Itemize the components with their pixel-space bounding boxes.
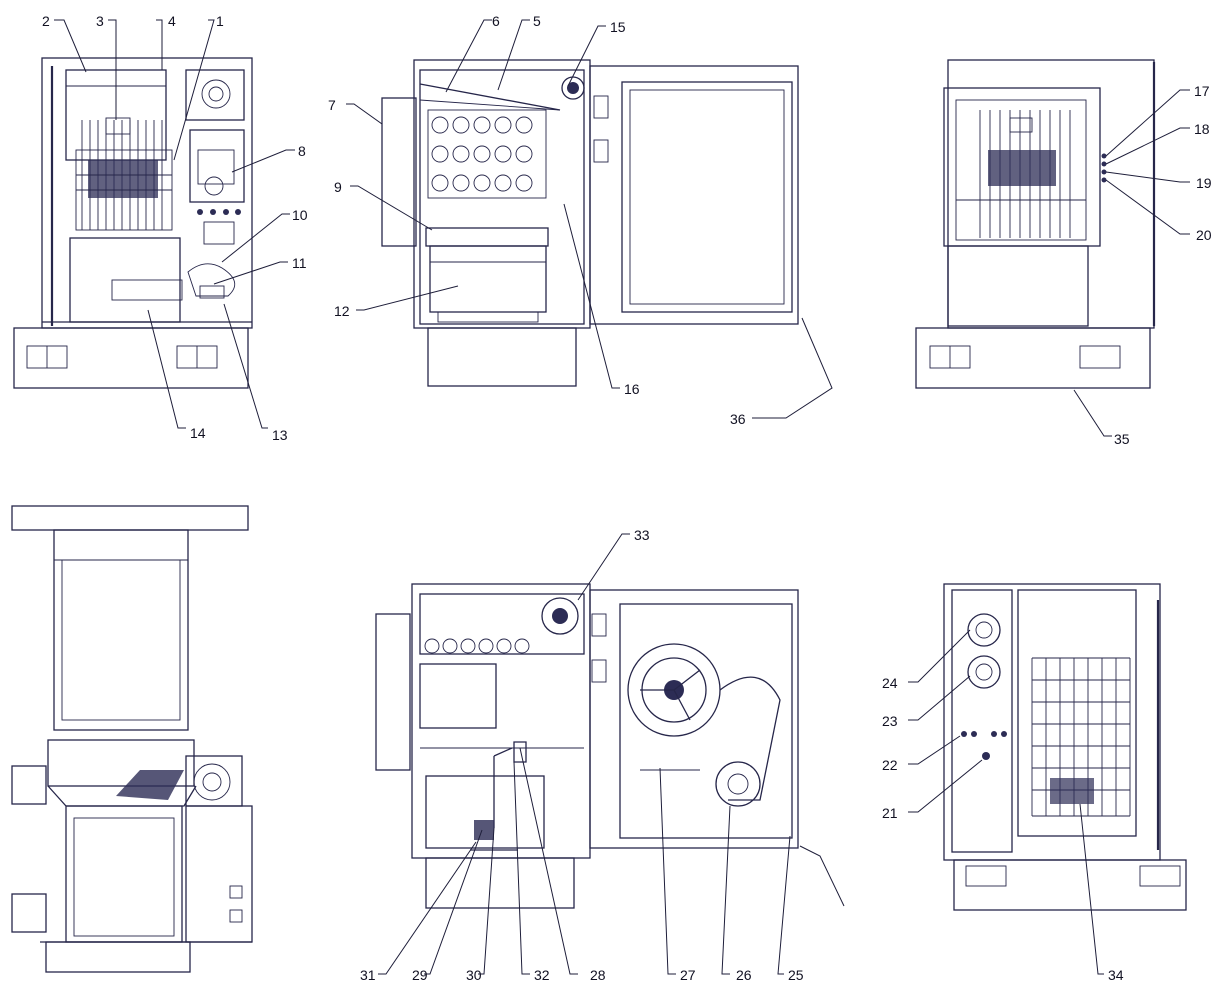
view-front-left — [13, 57, 253, 389]
callout-24: 24 — [882, 675, 898, 691]
callout-11: 11 — [292, 255, 307, 271]
callout-19: 19 — [1196, 175, 1212, 191]
callout-26: 26 — [736, 967, 752, 983]
callout-30: 30 — [466, 967, 482, 983]
callout-7: 7 — [328, 97, 336, 113]
callout-14: 14 — [190, 425, 206, 441]
callout-13: 13 — [272, 427, 288, 443]
callout-2: 2 — [42, 13, 50, 29]
callout-1: 1 — [216, 13, 224, 29]
callout-10: 10 — [292, 207, 308, 223]
view-front-door-open — [381, 59, 799, 387]
callout-35: 35 — [1114, 431, 1130, 447]
callout-4: 4 — [168, 13, 176, 29]
callout-21: 21 — [882, 805, 898, 821]
callout-9: 9 — [334, 179, 342, 195]
callout-5: 5 — [533, 13, 541, 29]
callout-32: 32 — [534, 967, 550, 983]
callout-34: 34 — [1108, 967, 1124, 983]
callout-3: 3 — [96, 13, 104, 29]
callout-20: 20 — [1196, 227, 1212, 243]
view-side-elevation — [11, 505, 253, 973]
callout-8: 8 — [298, 143, 306, 159]
callout-17: 17 — [1194, 83, 1210, 99]
callout-27: 27 — [680, 967, 696, 983]
leader-lines — [54, 19, 1190, 975]
callout-16: 16 — [624, 381, 640, 397]
callout-22: 22 — [882, 757, 898, 773]
callout-labels: 1 2 3 4 5 6 7 8 9 10 11 12 13 14 15 16 1… — [42, 13, 1212, 983]
callout-23: 23 — [882, 713, 898, 729]
callout-33: 33 — [634, 527, 650, 543]
callout-6: 6 — [492, 13, 500, 29]
callout-29: 29 — [412, 967, 428, 983]
view-rear — [943, 583, 1187, 911]
view-right-side — [915, 59, 1156, 389]
callout-28: 28 — [590, 967, 606, 983]
callout-31: 31 — [360, 967, 376, 983]
callout-12: 12 — [334, 303, 350, 319]
callout-15: 15 — [610, 19, 626, 35]
callout-18: 18 — [1194, 121, 1210, 137]
callout-25: 25 — [788, 967, 804, 983]
view-front-fan — [375, 583, 799, 909]
callout-36: 36 — [730, 411, 746, 427]
